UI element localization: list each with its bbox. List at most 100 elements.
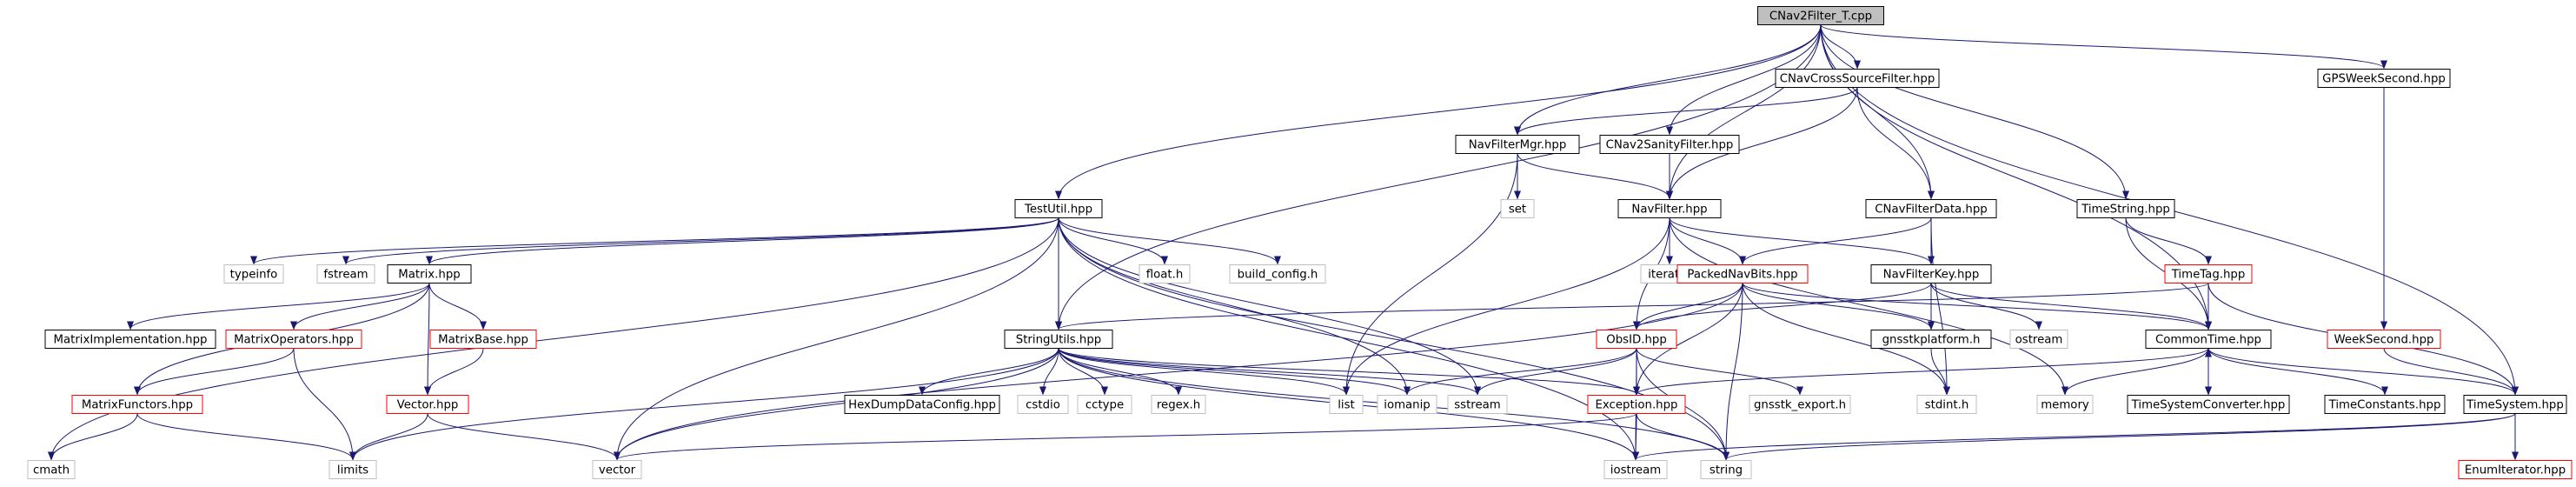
node-label: TimeSystem.hpp [2466,399,2564,412]
node-stringutils-hpp[interactable]: StringUtils.hpp [1004,330,1113,349]
node-box [1870,264,1992,284]
node-box [1599,135,1740,154]
node-label: Matrix.hpp [398,269,460,282]
node-typeinfo: typeinfo [223,264,284,284]
edge-mops-to-mfunc [134,348,295,396]
node-label: HexDumpDataConfig.hpp [848,399,996,412]
node-box [1447,395,1508,414]
node-box [1077,395,1132,414]
edge-navf-to-memory [1669,217,2068,396]
edge-ctime-to-exc [1633,348,2209,396]
node-label: TimeConstants.hpp [2328,399,2441,412]
edge-exc-to-vector [614,413,1637,461]
node-label: TimeTag.hpp [2171,269,2246,282]
node-cnav2filter-t-cpp[interactable]: CNav2Filter_T.cpp [1757,6,1884,25]
edge-tutil-to-vector [614,217,1059,461]
node-box [1014,199,1103,218]
node-gnsstkplatform-h[interactable]: gnsstkplatform.h [1870,330,1992,349]
node-cnavfilterdata-hpp[interactable]: CNavFilterData.hpp [1865,199,1997,218]
node-sstream: sstream [1447,395,1508,414]
node-timetag-hpp[interactable]: TimeTag.hpp [2164,264,2253,284]
node-label: cctype [1086,399,1124,412]
edge-tutil-to-iomanip [1058,217,1411,396]
node-box [1596,330,1677,349]
node-weeksecond-hpp[interactable]: WeekSecond.hpp [2327,330,2441,349]
node-cnav2sanityfilter-hpp[interactable]: CNav2SanityFilter.hpp [1599,135,1740,154]
edge-tutil-to-buildc [1058,217,1281,265]
node-matrixoperators-hpp[interactable]: MatrixOperators.hpp [225,330,362,349]
node-cnavcrosssourcefilter-hpp[interactable]: CNavCrossSourceFilter.hpp [1775,69,1940,88]
node-testutil-hpp[interactable]: TestUtil.hpp [1014,199,1103,218]
node-box [44,330,216,349]
node-box [592,460,642,479]
edge-sutil-to-hexd [919,348,1059,396]
node-label: cstdio [1026,399,1060,412]
edge-pnb-to-ctime [1742,283,2212,330]
node-obsid-hpp[interactable]: ObsID.hpp [1596,330,1677,349]
node-box [223,264,284,284]
node-packednavbits-hpp[interactable]: PackedNavBits.hpp [1676,264,1809,284]
node-navfiltermgr-hpp[interactable]: NavFilterMgr.hpp [1455,135,1580,154]
node-float-h: float.h [1139,264,1191,284]
node-matrix-hpp[interactable]: Matrix.hpp [387,264,472,284]
edge-sutil-to-exc [1058,348,1640,396]
node-label: CNav2Filter_T.cpp [1769,10,1872,23]
edge-sutil-to-regex [1058,348,1182,396]
edge-nfk-to-obsid [1633,283,1932,330]
edge-cnfd-to-stdint [1930,217,1950,396]
node-box [429,330,537,349]
node-box [387,264,472,284]
node-exception-hpp[interactable]: Exception.hpp [1587,395,1686,414]
node-box [27,460,76,479]
node-box [386,395,469,414]
node-box [1455,135,1580,154]
edge-gplat-to-stdint [1930,348,1950,396]
edge-tutil-to-matrix [426,217,1059,265]
node-label: CNav2SanityFilter.hpp [1606,139,1734,152]
node-box [1700,460,1752,479]
edge-mops-to-limits [293,348,356,461]
node-box [2327,330,2441,349]
node-box [2036,395,2094,414]
node-timesystem-hpp[interactable]: TimeSystem.hpp [2463,395,2567,414]
node-hexdumpdataconfig-hpp[interactable]: HexDumpDataConfig.hpp [844,395,1000,414]
edge-tutil-to-iostream [1058,217,1639,461]
node-label: stdint.h [1925,399,1969,412]
node-label: Vector.hpp [397,399,459,412]
edge-cncsf-to-cnfd [1856,87,1935,200]
node-label: NavFilterKey.hpp [1883,269,1980,282]
node-timesystemconverter-hpp[interactable]: TimeSystemConverter.hpp [2127,395,2290,414]
node-matrixbase-hpp[interactable]: MatrixBase.hpp [429,330,537,349]
node-label: typeinfo [230,269,278,282]
edge-cncsf-to-nfm [1514,87,1858,136]
node-timestring-hpp[interactable]: TimeString.hpp [2076,199,2175,218]
edge-sutil-to-cstdio [1039,348,1059,396]
node-fstream: fstream [316,264,375,284]
node-label: EnumIterator.hpp [2465,464,2566,477]
edge-cnfd-to-pnb [1739,217,1932,265]
node-navfilter-hpp[interactable]: NavFilter.hpp [1617,199,1722,218]
node-matrixfunctors-hpp[interactable]: MatrixFunctors.hpp [71,395,203,414]
edge-mfunc-to-limits [136,413,356,461]
node-label: limits [337,464,368,477]
node-label: WeekSecond.hpp [2334,334,2434,347]
node-box [1603,460,1668,479]
edge-tutil-to-typeinfo [250,217,1059,265]
node-navfilterkey-hpp[interactable]: NavFilterKey.hpp [1870,264,1992,284]
node-box [1587,395,1686,414]
edge-matrix-to-mbase [428,283,487,330]
node-commontime-hpp[interactable]: CommonTime.hpp [2145,330,2272,349]
edge-vec-to-vector [427,413,621,461]
node-vector-hpp[interactable]: Vector.hpp [386,395,469,414]
node-box [1749,395,1851,414]
node-enumiterator-hpp[interactable]: EnumIterator.hpp [2458,460,2573,479]
node-matriximplementation-hpp[interactable]: MatrixImplementation.hpp [44,330,216,349]
edge-root-to-navf [1666,24,1822,200]
node-box [225,330,362,349]
node-gpsweeksecond-hpp[interactable]: GPSWeekSecond.hpp [2317,69,2451,88]
edge-tutil-to-string [1058,217,1730,461]
edge-nfm-to-list [1343,153,1518,396]
node-cstdio: cstdio [1017,395,1069,414]
node-timeconstants-hpp[interactable]: TimeConstants.hpp [2324,395,2446,414]
node-label: GPSWeekSecond.hpp [2322,73,2446,86]
